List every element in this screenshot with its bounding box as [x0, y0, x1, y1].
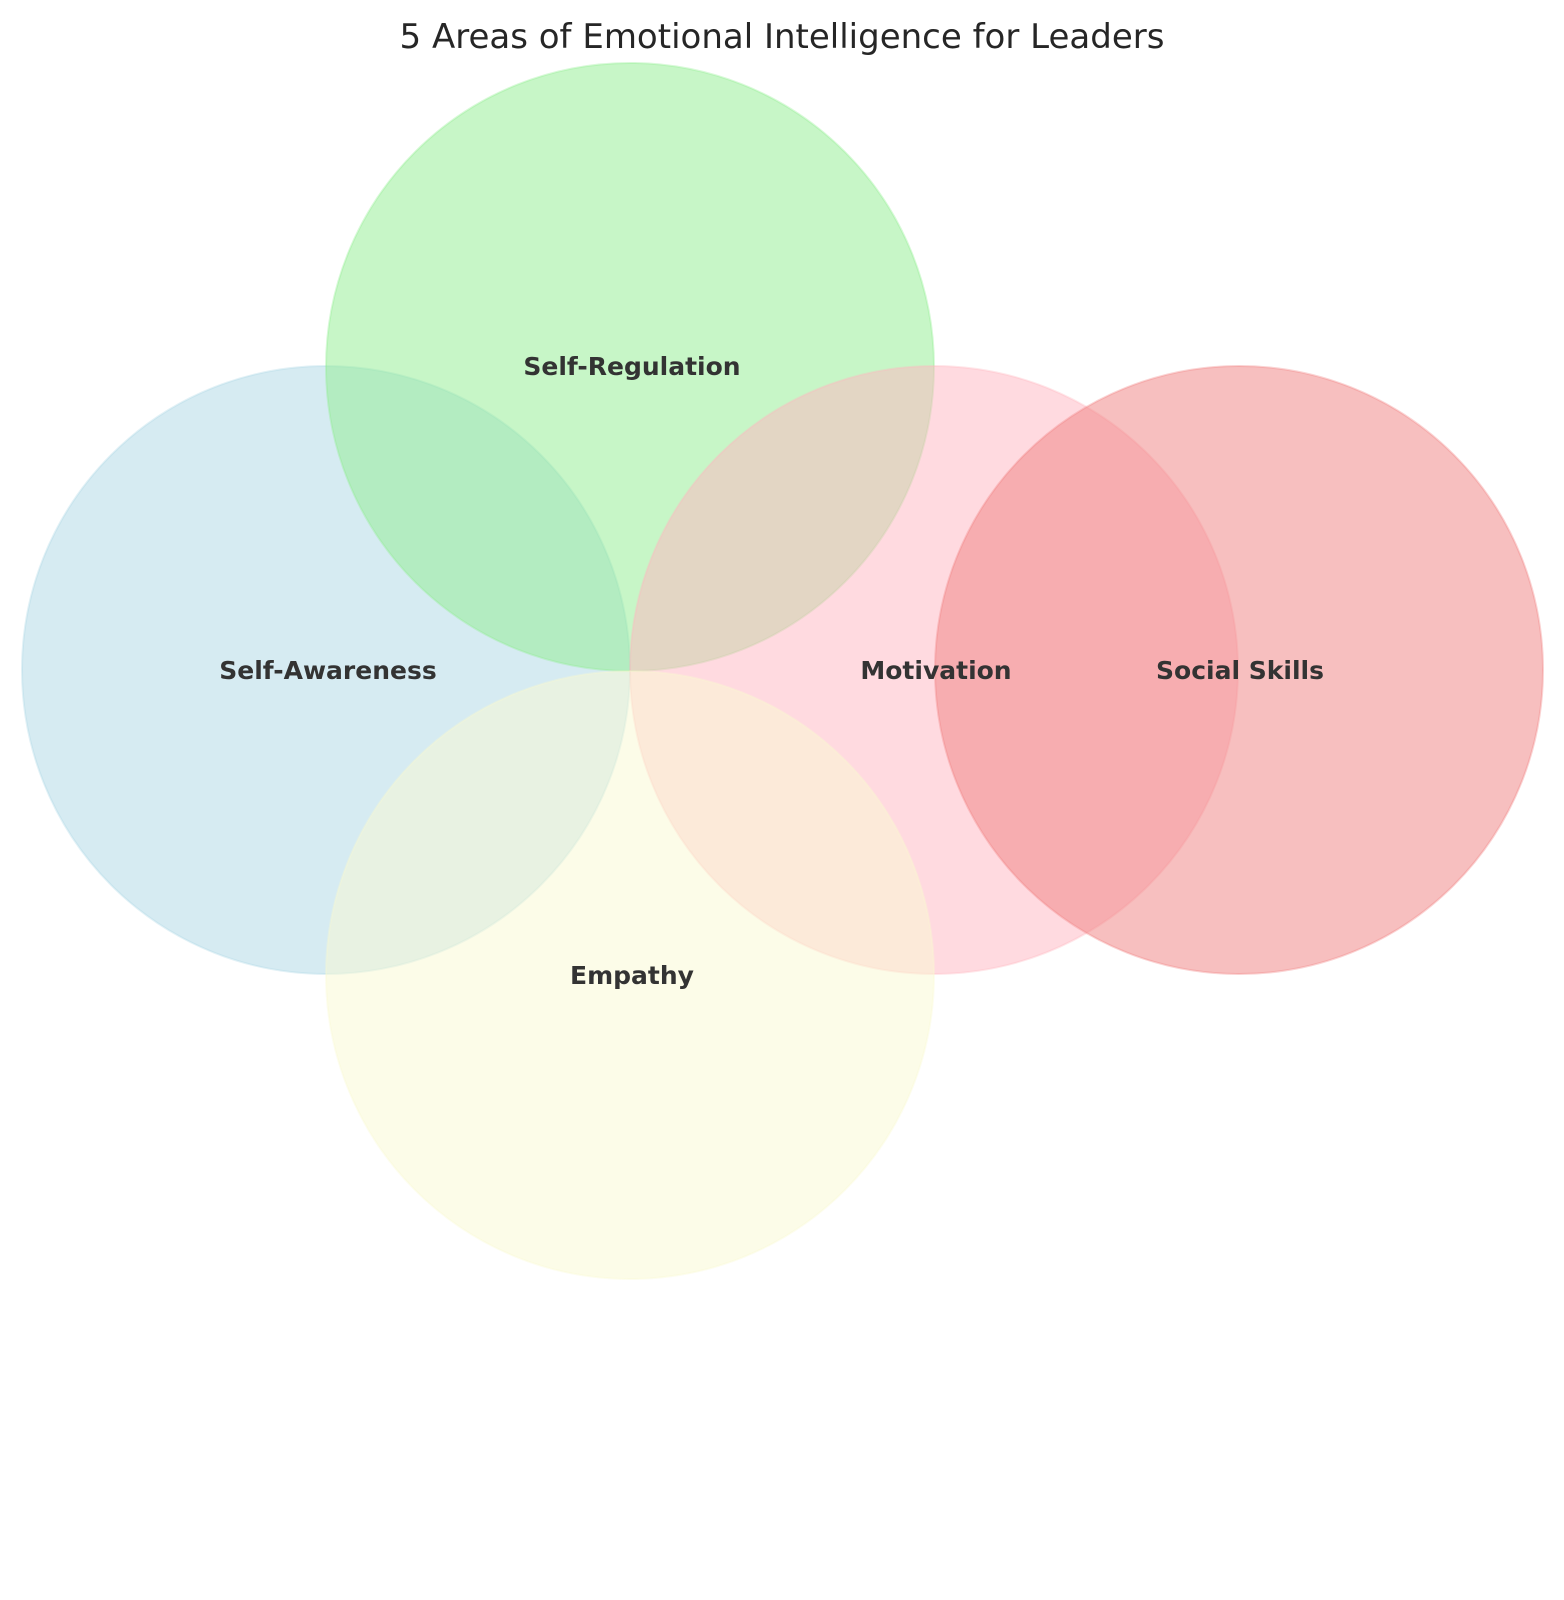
social-skills-circle — [934, 365, 1544, 975]
diagram-title: 5 Areas of Emotional Intelligence for Le… — [400, 17, 1165, 57]
self-regulation-label: Self-Regulation — [523, 352, 740, 381]
social-skills-label: Social Skills — [1156, 656, 1324, 685]
empathy-circle — [325, 670, 935, 1280]
self-awareness-label: Self-Awareness — [219, 656, 436, 685]
empathy-label: Empathy — [570, 961, 694, 990]
motivation-label: Motivation — [860, 656, 1011, 685]
